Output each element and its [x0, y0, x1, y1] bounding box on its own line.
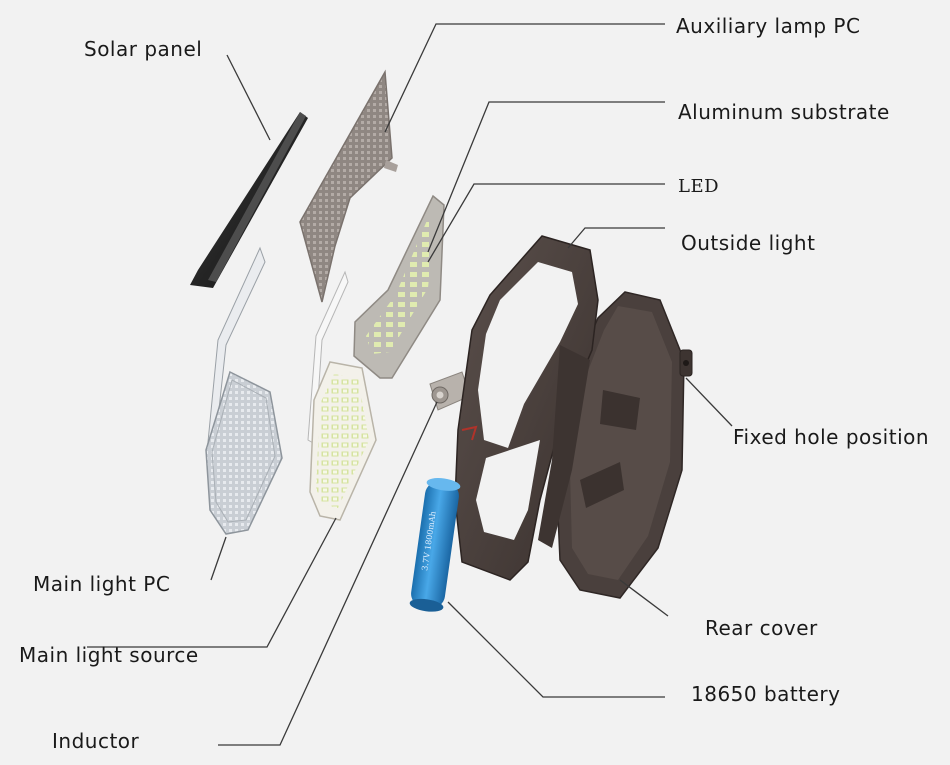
label-main-light-source: Main light source: [19, 643, 199, 667]
label-aluminum-substrate: Aluminum substrate: [678, 100, 890, 124]
label-outside-light: Outside light: [681, 231, 816, 255]
leader-outside-light: [567, 227, 665, 249]
solar-panel-part: [190, 112, 308, 288]
battery-part: 3.7V 1800mAh: [409, 478, 461, 612]
leader-solar-panel: [226, 54, 271, 141]
leader-fixed-hole-position: [685, 377, 733, 427]
label-fixed-hole-position: Fixed hole position: [733, 425, 930, 449]
leader-inductor: [218, 401, 438, 746]
leader-led: [427, 183, 665, 263]
label-rear-cover: Rear cover: [705, 616, 818, 640]
label-inductor: Inductor: [52, 729, 140, 753]
leader-aluminum-substrate: [427, 101, 665, 253]
leader-lines: [87, 23, 733, 746]
main-light-pc-part: [205, 246, 283, 535]
label-main-light-pc: Main light PC: [33, 572, 171, 596]
outside-light-part: [454, 235, 599, 581]
main-light-source-part: [307, 270, 377, 521]
aluminum-substrate-part: [353, 194, 445, 379]
label-led: LED: [678, 176, 720, 197]
label-battery: 18650 battery: [691, 682, 841, 706]
leader-main-light-source: [87, 517, 337, 648]
label-solar-panel: Solar panel: [84, 37, 203, 61]
leader-main-light-pc: [210, 536, 227, 581]
auxiliary-lamp-pc-part: [299, 69, 398, 303]
leader-auxiliary-lamp-pc: [384, 23, 665, 133]
leader-battery: [447, 601, 665, 698]
label-auxiliary-lamp-pc: Auxiliary lamp PC: [676, 14, 861, 38]
leader-rear-cover: [619, 579, 669, 617]
